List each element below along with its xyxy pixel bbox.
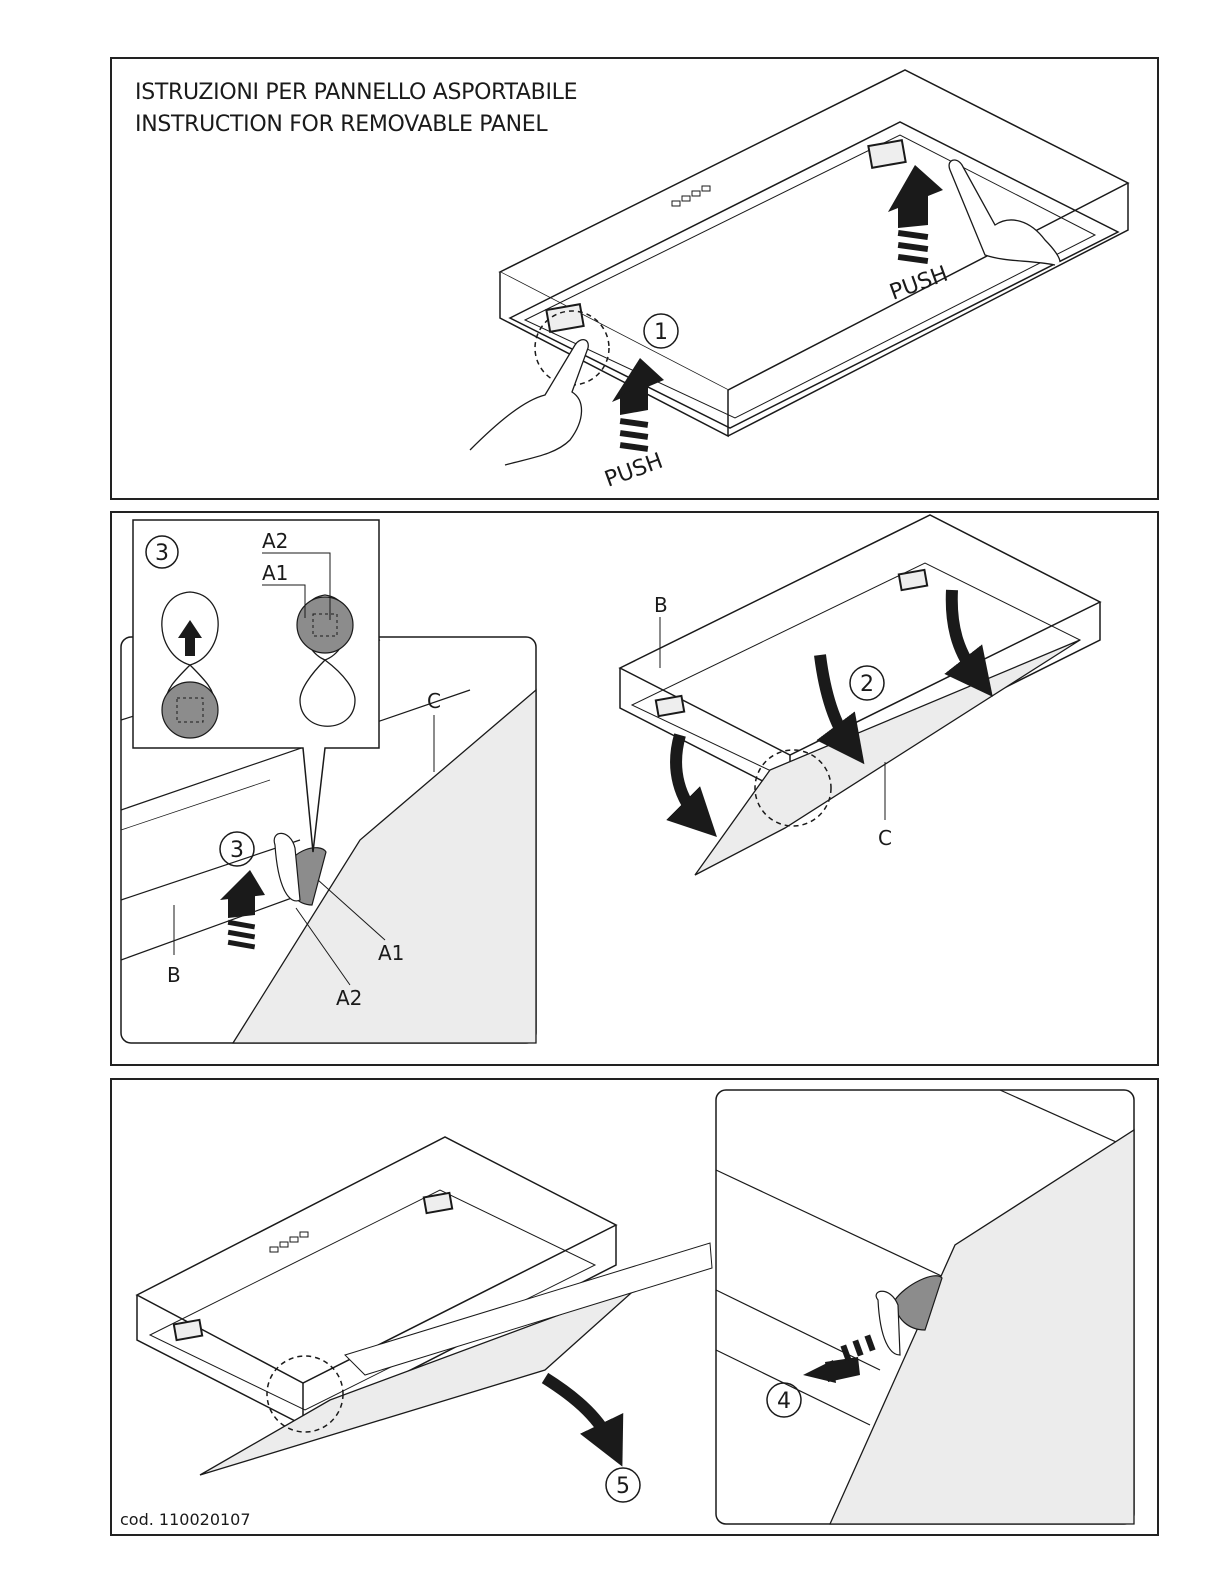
pin-released-icon xyxy=(162,682,218,738)
push-button-right-icon xyxy=(868,140,905,168)
hand-left-icon xyxy=(470,340,588,465)
label-b-detail: B xyxy=(167,963,181,987)
document-code: cod. 110020107 xyxy=(120,1510,251,1529)
push-button-left-icon xyxy=(546,304,583,332)
label-a2-inset: A2 xyxy=(262,529,288,553)
step-1-number: 1 xyxy=(654,320,668,345)
step-4-number: 4 xyxy=(777,1389,791,1414)
remove-arrow-icon xyxy=(545,1378,612,1445)
label-c-hood: C xyxy=(878,826,892,850)
step-5-number: 5 xyxy=(616,1474,630,1499)
step-3-number-inset: 3 xyxy=(155,541,169,566)
label-b-hood: B xyxy=(654,593,668,617)
label-a1-inset: A1 xyxy=(262,561,288,585)
label-c-detail: C xyxy=(427,689,441,713)
push-label-left: PUSH xyxy=(602,449,667,493)
step-2-number: 2 xyxy=(860,672,874,697)
label-a2-detail: A2 xyxy=(336,986,362,1010)
step-3-number-lower: 3 xyxy=(230,838,244,863)
label-a1-detail: A1 xyxy=(378,941,404,965)
